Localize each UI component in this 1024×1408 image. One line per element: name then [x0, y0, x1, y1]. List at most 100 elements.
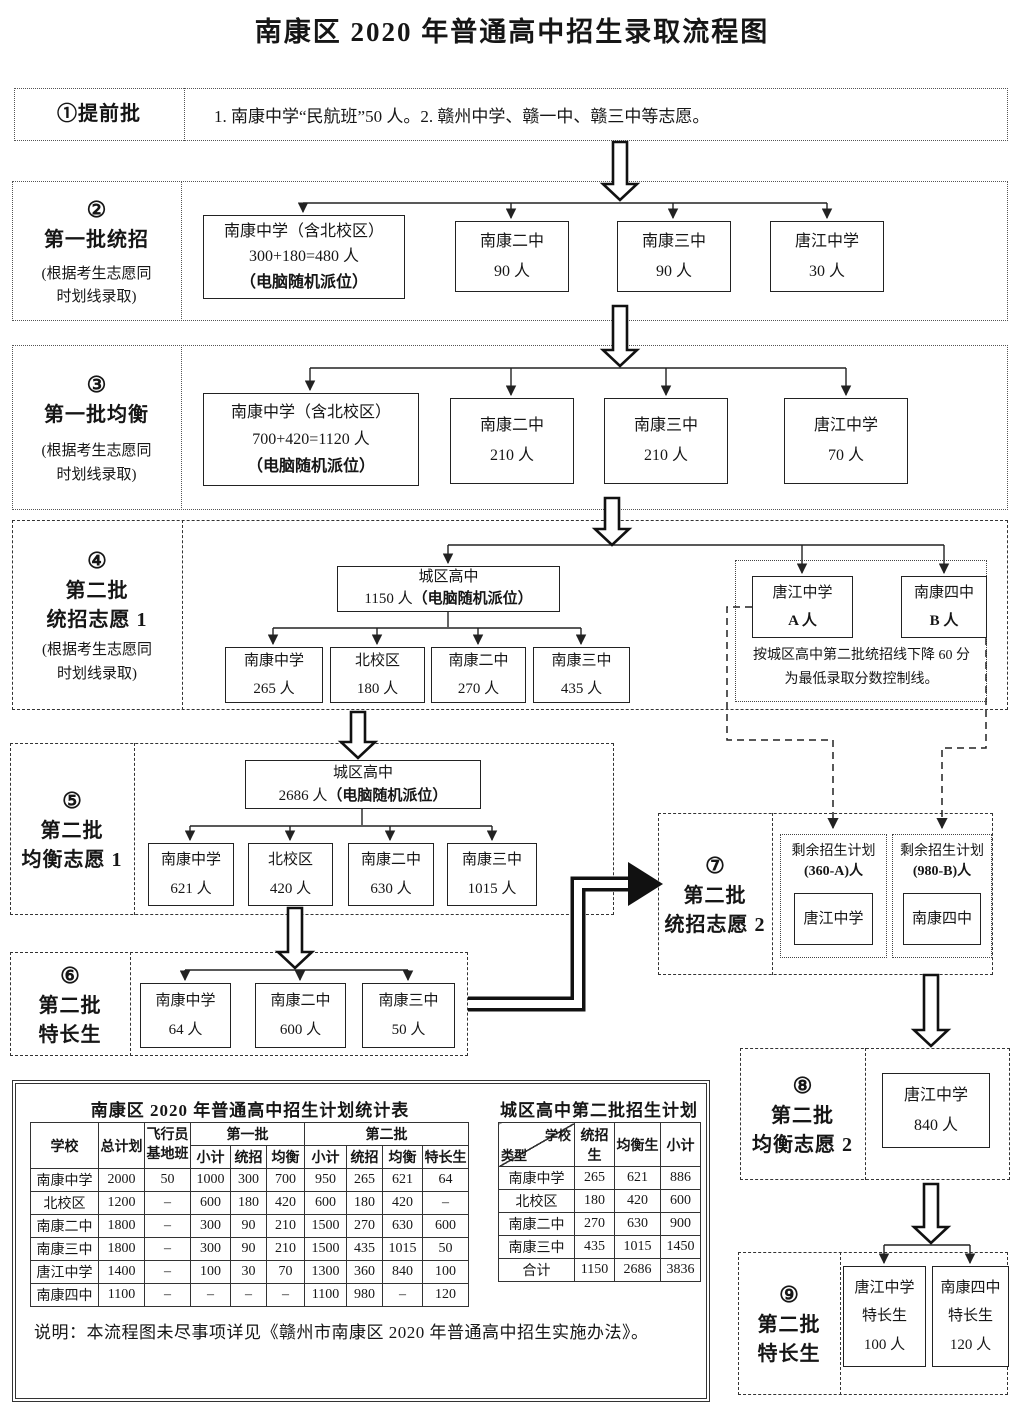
col-header-talent: 特长生 [422, 1145, 469, 1169]
batch4-score-note: 按城区高中第二批统招线下降 60 分 为最低录取分数控制线。 [741, 644, 982, 692]
table-cell: – [190, 1283, 231, 1307]
table-cell: 300 [230, 1168, 267, 1192]
school-name: 南康三中 [633, 417, 698, 435]
table-cell: 950 [304, 1168, 347, 1192]
school-box-b3-main: 南康中学（含北校区） 700+420=1120 人 （电脑随机派位） [203, 393, 419, 486]
col-header-balanced2: 均衡 [382, 1145, 423, 1169]
table-cell: 210 [266, 1237, 305, 1261]
school-count: 90 人 [493, 262, 530, 280]
school-count: 30 人 [808, 262, 845, 280]
school-name: 北校区 [354, 652, 400, 669]
plan-count: (360-A)人 [803, 863, 864, 879]
table-cell: – [144, 1191, 191, 1215]
section-batch6-frame [10, 952, 468, 1056]
plan-box-b7-2: 剩余招生计划 (980-B)人 [892, 834, 992, 958]
down-arrow-2 [599, 304, 641, 368]
table-cell: 180 [346, 1191, 383, 1215]
section-label-batch2: ② 第一批统招 (根据考生志愿同 时划线录取) [12, 181, 181, 321]
school-name: 南康四中 [911, 910, 972, 927]
school-name: 南康四中 [913, 584, 974, 601]
table-cell: – [144, 1260, 191, 1284]
section-batch2-frame [12, 181, 1008, 321]
table-cell: 180 [574, 1189, 615, 1213]
section-batch5-divider [134, 743, 135, 915]
table-cell: – [266, 1283, 305, 1307]
section-batch4-divider [182, 520, 183, 710]
batch7-number: ⑦ [705, 852, 725, 878]
school-name: 唐江中学 [854, 1279, 915, 1296]
table-cell: 1100 [98, 1283, 145, 1307]
school-box-b5-1: 南康中学 621 人 [148, 843, 234, 906]
table-cell: 1800 [98, 1214, 145, 1238]
table-cell: 210 [266, 1214, 305, 1238]
school-box-b8: 唐江中学 840 人 [882, 1073, 990, 1148]
plan-label: 剩余招生计划 [900, 844, 984, 859]
school-name: 南康中学 [243, 652, 304, 669]
table-cell: 50 [144, 1168, 191, 1192]
school-count: 420 人 [269, 880, 312, 897]
school-count: 700+420=1120 人 [252, 430, 370, 448]
section-batch7-frame [658, 813, 993, 975]
table-cell: 50 [422, 1237, 469, 1261]
school-count: 90 人 [655, 262, 692, 280]
table-cell: – [144, 1283, 191, 1307]
school-box-b9-2: 南康四中 特长生 120 人 [932, 1266, 1009, 1367]
school-box-b4-1: 南康中学 265 人 [225, 647, 323, 703]
table-cell: 南康二中 [498, 1212, 575, 1236]
school-name: 南康二中 [448, 652, 509, 669]
col-header-unified1: 统招 [230, 1145, 267, 1169]
school-name: 城区高中 [332, 765, 393, 781]
table-cell: 700 [266, 1168, 305, 1192]
batch3-title: 第一批均衡 [44, 404, 149, 427]
table-cell: 1100 [304, 1283, 347, 1307]
table-cell: 70 [266, 1260, 305, 1284]
batch8-title2: 均衡志愿 2 [752, 1133, 853, 1156]
diagonal-header-cell: 学校 类型 [498, 1122, 575, 1167]
section-batch8-frame [740, 1048, 1010, 1180]
table-cell: 1000 [190, 1168, 231, 1192]
table-cell: 1400 [98, 1260, 145, 1284]
col-header-subtotal2: 小计 [304, 1145, 347, 1169]
school-name: 南康二中 [270, 993, 331, 1009]
table-cell: 90 [230, 1237, 267, 1261]
down-arrow-4 [337, 710, 379, 760]
batch3-number: ③ [86, 372, 107, 398]
school-name: 唐江中学 [772, 584, 833, 601]
school-count: 64 人 [168, 1021, 203, 1038]
school-name: 南康三中 [641, 232, 706, 250]
col-header-pilot-line1: 飞行员 [146, 1127, 189, 1143]
section-batch8-divider [865, 1048, 866, 1180]
school-count: 210 人 [643, 447, 688, 464]
batch3-note2: 时划线录取) [56, 466, 137, 483]
table-cell: 64 [422, 1168, 469, 1192]
school-count: 270 人 [457, 681, 500, 697]
section-batch3-divider [181, 345, 182, 510]
table-cell: 420 [266, 1191, 305, 1215]
section-batch9-divider [840, 1252, 841, 1395]
school-box-b4-nankang4: 南康四中 B 人 [901, 576, 987, 638]
batch2-number: ② [86, 196, 107, 222]
table-cell: 1500 [304, 1237, 347, 1261]
table-cell: 南康四中 [30, 1283, 99, 1307]
batch1-content: 1. 南康中学“民航班”50 人。2. 赣州中学、赣一中、赣三中等志愿。 [184, 88, 1008, 141]
school-box-b6-2: 南康二中 600 人 [255, 983, 346, 1048]
table-cell: 980 [346, 1283, 383, 1307]
section-batch1-frame [14, 88, 1008, 141]
count-value: 2686 人 [278, 787, 328, 804]
school-name: 南康二中 [360, 852, 421, 868]
left-table-title: 南康区 2020 年普通高中招生计划统计表 [90, 1101, 410, 1120]
col-header-batch2: 第二批 [304, 1122, 469, 1146]
score-note-line1: 按城区高中第二批统招线下降 60 分 [753, 648, 970, 663]
big-hollow-arrows [274, 140, 952, 1245]
school-count: A 人 [788, 613, 817, 629]
col-header-balanced: 均衡生 [614, 1122, 661, 1167]
school-box-b5-3: 南康二中 630 人 [348, 843, 434, 906]
down-arrow-3 [591, 496, 633, 547]
table-cell: 1150 [574, 1258, 615, 1282]
school-box-b3-2: 南康三中 210 人 [604, 398, 728, 484]
table-cell: 300 [190, 1237, 231, 1261]
